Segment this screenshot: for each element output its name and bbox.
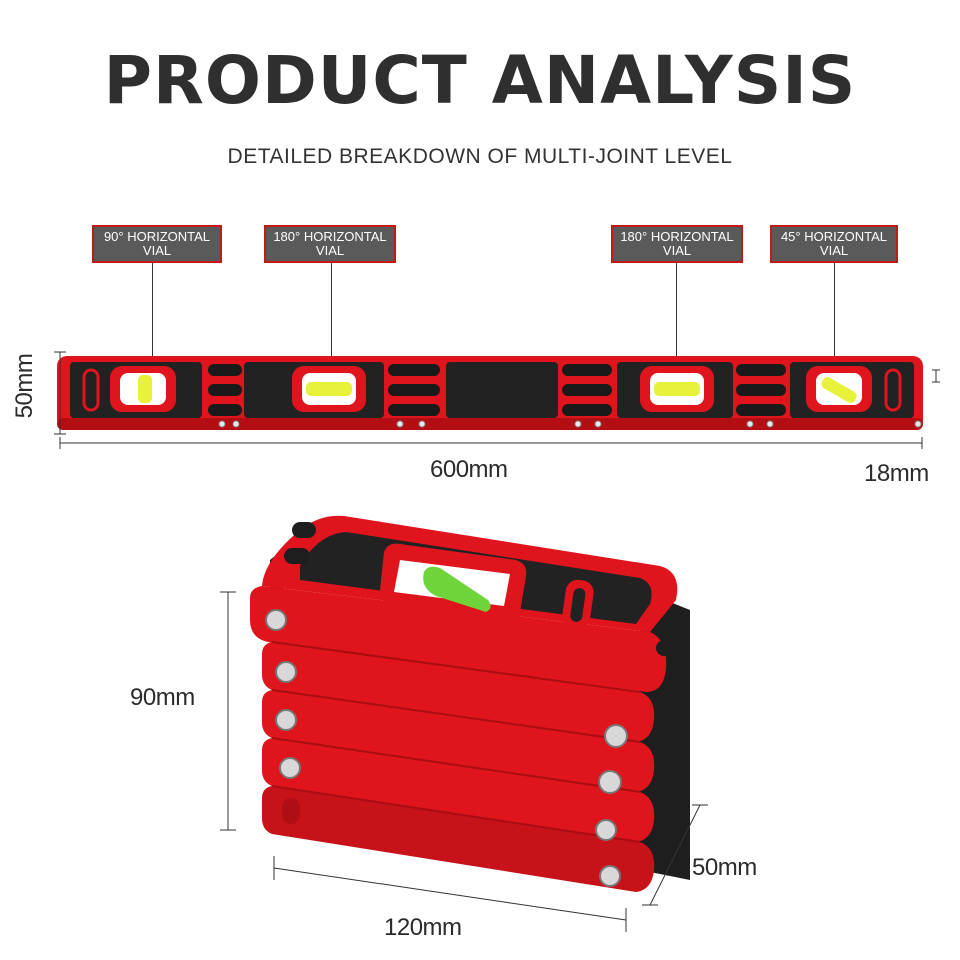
dimension-depth-folded: 50mm xyxy=(692,854,757,881)
callout-line1: 45° HORIZONTAL xyxy=(780,229,888,244)
dimension-thickness: 18mm xyxy=(864,460,929,487)
callout-line1: 90° HORIZONTAL xyxy=(103,229,211,244)
dimension-height-unfolded: 50mm xyxy=(11,353,38,419)
folded-level xyxy=(250,515,690,892)
vial-window xyxy=(110,366,176,412)
page-title: PRODUCT ANALYSIS xyxy=(103,42,857,119)
dimension-height-folded: 90mm xyxy=(130,684,195,711)
leader-line xyxy=(152,263,153,375)
dimension-length-unfolded: 600mm xyxy=(430,456,508,483)
callout-vial-90: 90° HORIZONTAL VIAL xyxy=(92,225,222,263)
unfolded-level xyxy=(57,356,923,430)
callout-line1: 180° HORIZONTAL xyxy=(620,229,734,244)
leader-line xyxy=(331,263,332,375)
callout-line2: VIAL xyxy=(819,243,849,258)
page-subtitle: DETAILED BREAKDOWN OF MULTI-JOINT LEVEL xyxy=(227,145,733,168)
callout-line1: 180° HORIZONTAL xyxy=(273,229,387,244)
callout-line2: VIAL xyxy=(142,243,172,258)
callout-line2: VIAL xyxy=(662,243,692,258)
dimension-lines xyxy=(54,351,940,449)
callout-vial-180-left: 180° HORIZONTAL VIAL xyxy=(264,225,396,263)
dimension-width-folded: 120mm xyxy=(384,914,462,941)
vial-window xyxy=(292,366,366,412)
leader-line xyxy=(834,263,835,375)
callout-line2: VIAL xyxy=(315,243,345,258)
callout-vial-180-right: 180° HORIZONTAL VIAL xyxy=(611,225,743,263)
vial-window xyxy=(640,366,714,412)
leader-line xyxy=(676,263,677,375)
dimension-lines xyxy=(220,591,708,932)
callout-vial-45: 45° HORIZONTAL VIAL xyxy=(770,225,898,263)
vial-window xyxy=(806,366,872,412)
